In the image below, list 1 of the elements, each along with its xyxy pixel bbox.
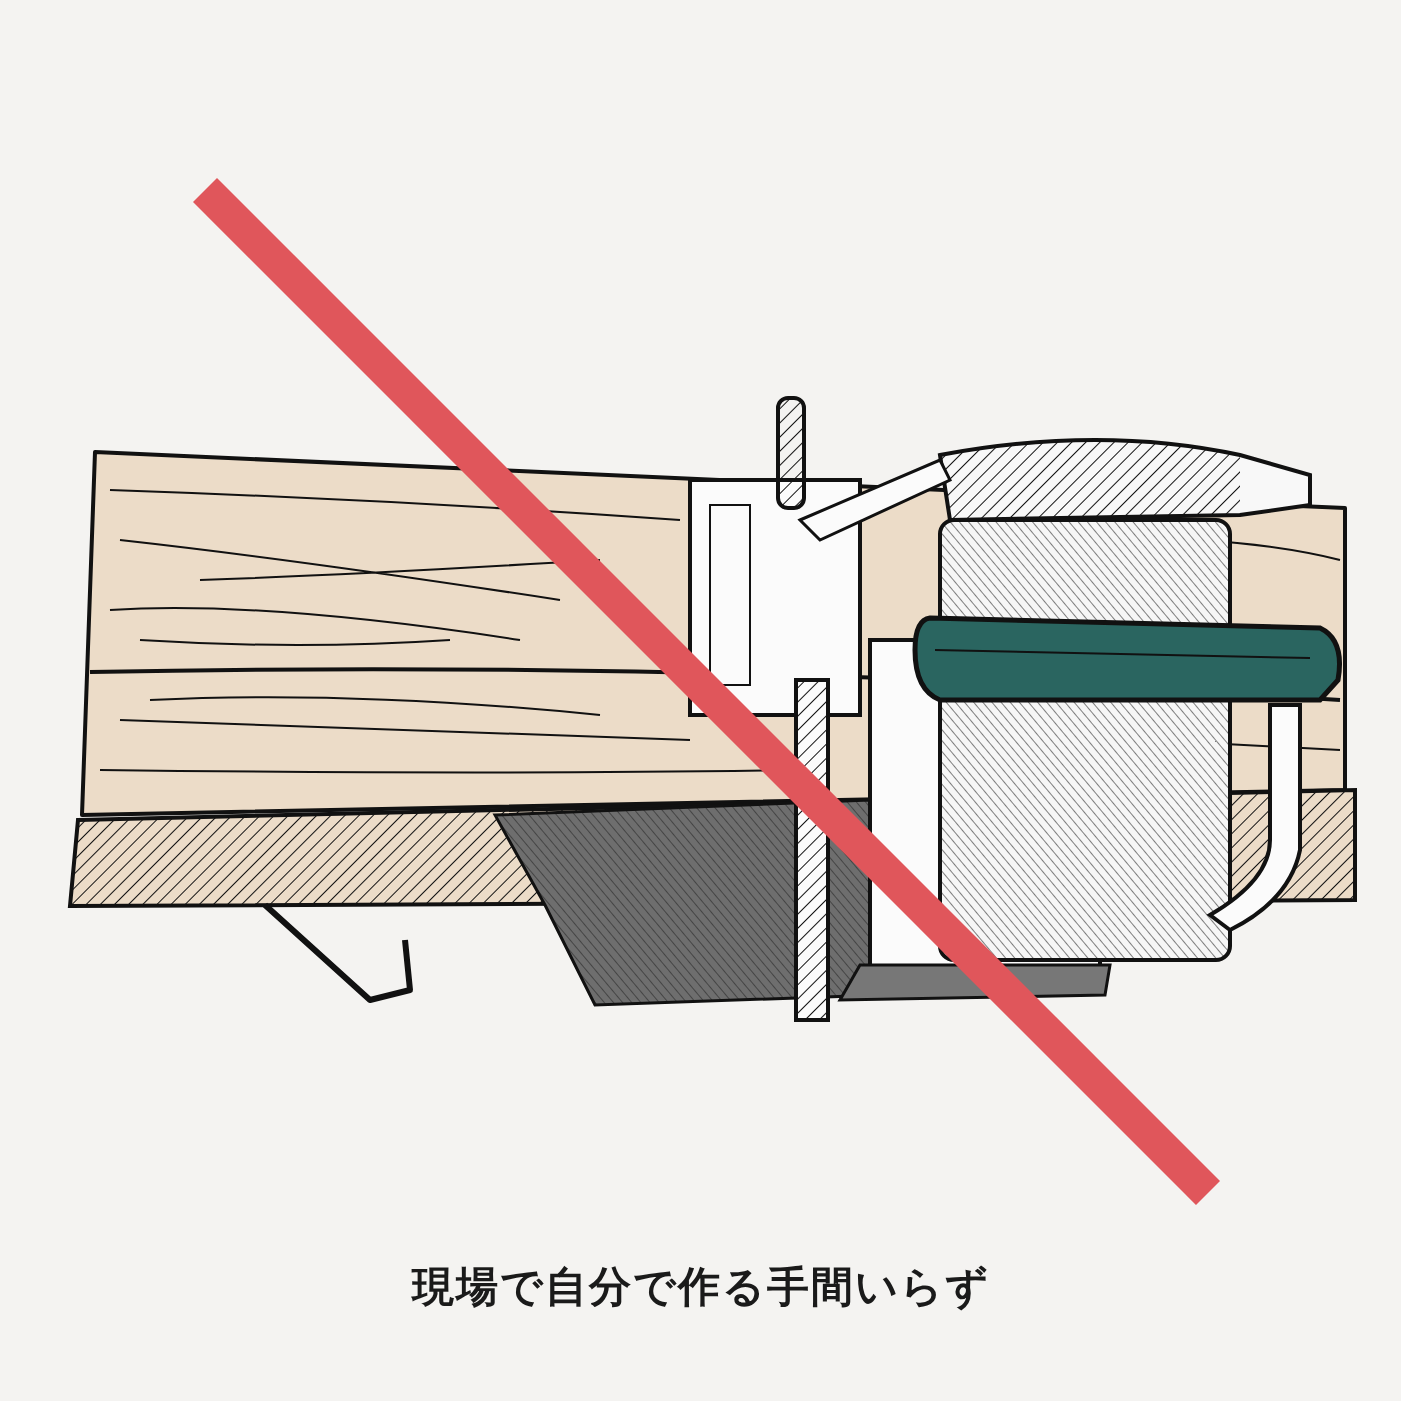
- caption: 現場で自分で作る手間いらず: [411, 1261, 990, 1313]
